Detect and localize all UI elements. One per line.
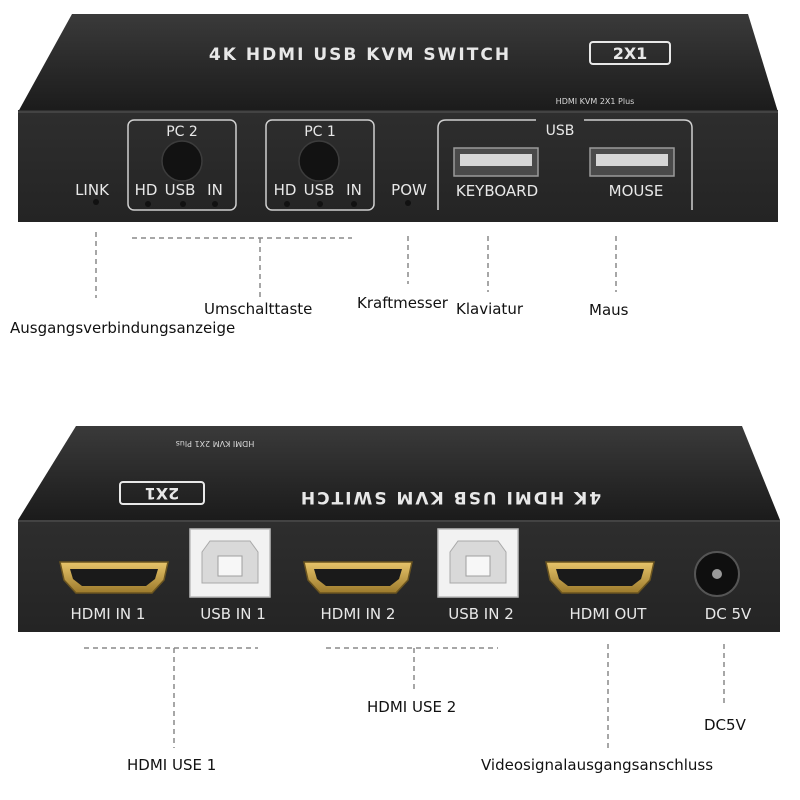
pc1-in-led	[351, 201, 357, 207]
pc1-hd-label: HD	[274, 181, 297, 199]
keyboard-label: KEYBOARD	[456, 182, 538, 200]
pc2-in-label: IN	[207, 181, 223, 199]
front-model-badge: 2X1	[613, 44, 648, 63]
keyboard-usb-port-inner	[460, 154, 532, 166]
rear-model-text: 4K HDMI USB KVM SWITCH	[299, 487, 601, 507]
rear-small-label: HDMI KVM 2X1 Plus	[176, 439, 255, 448]
pc1-group-frame	[265, 119, 375, 211]
pc2-in-led	[212, 201, 218, 207]
pc2-usb-label: USB	[165, 181, 196, 199]
keyboard-callout: Klaviatur	[456, 300, 523, 318]
usb-in-2-port-tongue	[465, 555, 491, 577]
front-device-top	[18, 14, 778, 112]
hdmi-in-2-port-inner	[314, 569, 402, 586]
hdmi-in-2-label: HDMI IN 2	[321, 605, 396, 623]
front-model-badge-box	[589, 41, 671, 65]
dc5v-callout: DC5V	[704, 716, 746, 734]
usb-in-1-label: USB IN 1	[200, 605, 266, 623]
pow-led	[405, 200, 411, 206]
pc1-label: PC 1	[304, 124, 336, 140]
pc2-hd-label: HD	[135, 181, 158, 199]
link-indicator-callout: Ausgangsverbindungsanzeige	[10, 319, 236, 337]
pc1-in-label: IN	[346, 181, 362, 199]
usb-group-label: USB	[546, 123, 575, 139]
front-model-text: 4K HDMI USB KVM SWITCH	[209, 45, 511, 65]
video-out-callout: Videosignalausgangsanschluss	[481, 756, 714, 774]
power-meter-callout: Kraftmesser	[357, 294, 448, 312]
dc-5v-label: DC 5V	[705, 605, 752, 623]
pc2-hd-led	[145, 201, 151, 207]
pc1-usb-label: USB	[304, 181, 335, 199]
link-label: LINK	[75, 181, 110, 199]
mouse-callout: Maus	[589, 301, 629, 319]
hdmi-use-1-callout: HDMI USE 1	[127, 756, 217, 774]
pc2-label: PC 2	[166, 124, 198, 140]
link-led	[93, 199, 99, 205]
pc1-switch-button[interactable]	[298, 140, 340, 182]
front-device: 4K HDMI USB KVM SWITCH 2X1 HDMI KVM 2X1 …	[18, 14, 778, 222]
hdmi-in-1-label: HDMI IN 1	[71, 605, 146, 623]
switch-button-callout: Umschalttaste	[204, 300, 313, 318]
rear-callout-lines	[84, 644, 725, 750]
pow-label: POW	[391, 181, 427, 199]
usb-in-2-label: USB IN 2	[448, 605, 514, 623]
usb-group-frame	[437, 119, 693, 210]
hdmi-use-2-callout: HDMI USE 2	[367, 698, 457, 716]
hdmi-out-label: HDMI OUT	[570, 605, 648, 623]
rear-device-top	[18, 426, 780, 520]
hdmi-out-port-inner	[556, 569, 644, 586]
mouse-label: MOUSE	[609, 182, 664, 200]
usb-in-1-port-tongue	[217, 555, 243, 577]
pc1-usb-led	[317, 201, 323, 207]
hdmi-in-1-port-inner	[70, 569, 158, 586]
mouse-usb-port-inner	[596, 154, 668, 166]
pc1-hd-led	[284, 201, 290, 207]
pc2-usb-led	[180, 201, 186, 207]
dc-5v-jack-pin	[712, 569, 722, 579]
pc2-group-frame	[127, 119, 237, 211]
front-small-label: HDMI KVM 2X1 Plus	[556, 97, 635, 106]
rear-model-badge-box	[119, 481, 205, 505]
pc2-switch-button[interactable]	[161, 140, 203, 182]
rear-model-badge: 2X1	[145, 484, 180, 503]
front-callout-lines	[95, 232, 617, 298]
rear-device: 4K HDMI USB KVM SWITCH 2X1 HDMI KVM 2X1 …	[18, 426, 780, 632]
